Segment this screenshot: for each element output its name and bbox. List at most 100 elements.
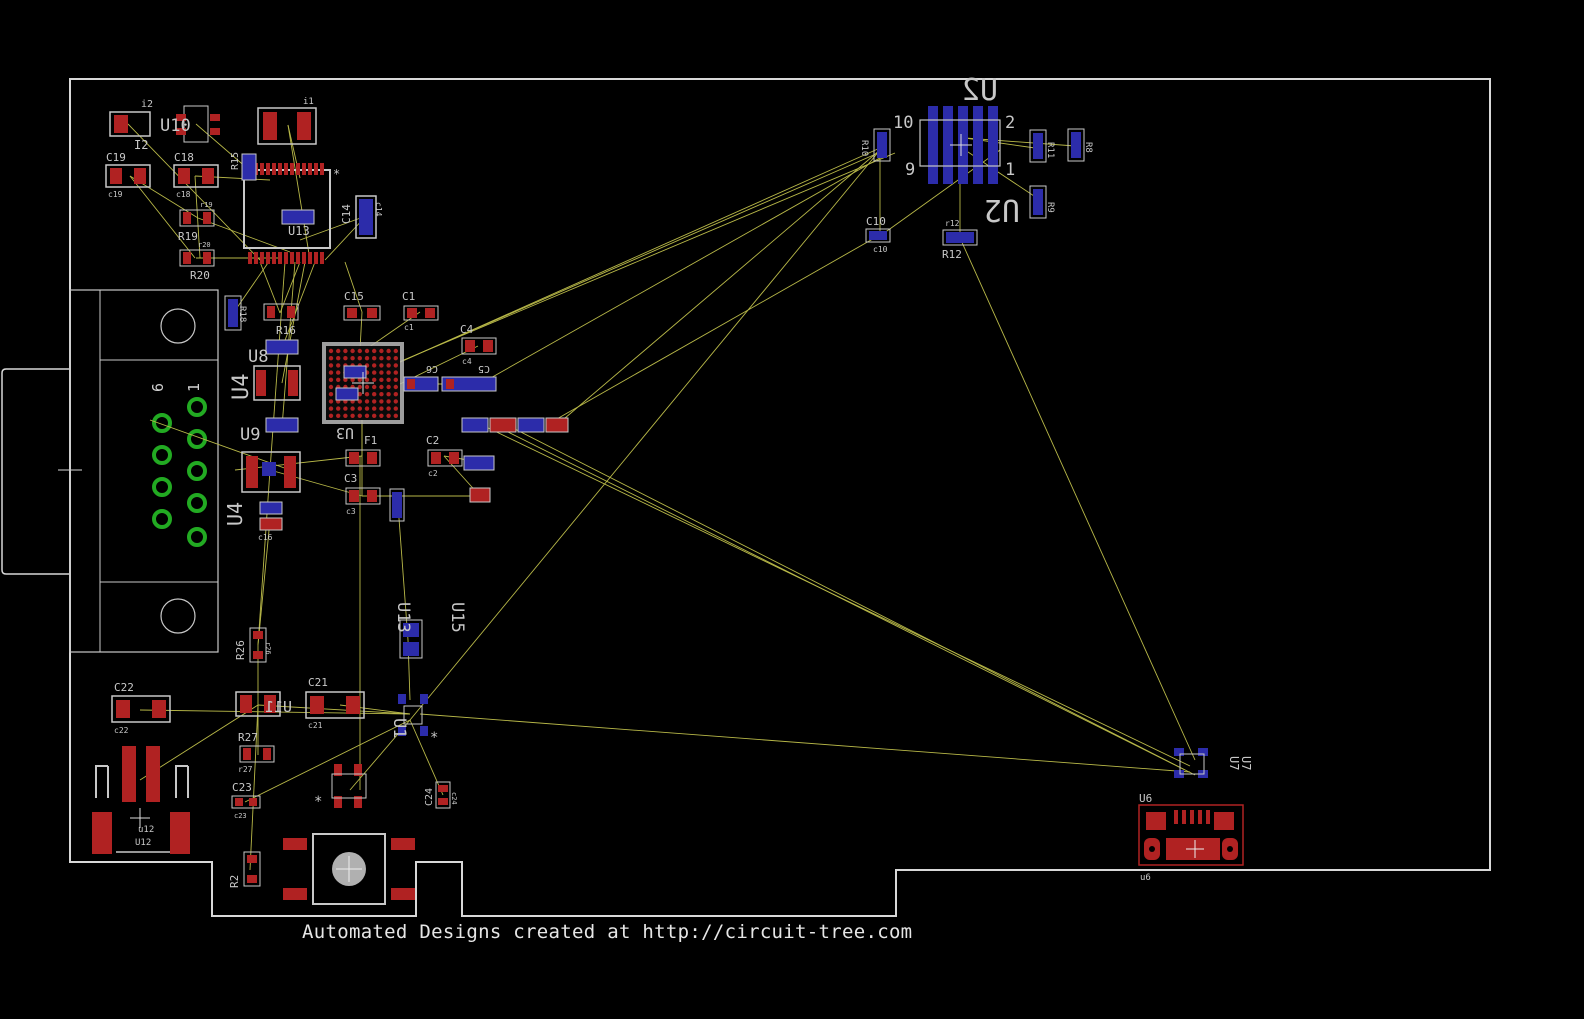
bga-pad: [357, 392, 362, 397]
c3-label: C3: [344, 472, 357, 485]
c19-label: C19: [106, 151, 126, 164]
c14-capacitor[interactable]: C14 c14: [340, 195, 383, 239]
c1-capacitor[interactable]: C1 c1: [402, 290, 439, 332]
bga-pad: [372, 406, 377, 411]
c24-capacitor[interactable]: C24 c24: [424, 781, 458, 809]
bga-pad: [357, 377, 362, 382]
bga-pad: [386, 356, 391, 361]
conn-pin6-label: 6: [149, 383, 167, 392]
c21-label: C21: [308, 676, 328, 689]
r2-label: R2: [228, 875, 241, 888]
u6-usb-connector[interactable]: U6 u6: [1138, 792, 1244, 883]
f1-fuse[interactable]: F1: [345, 434, 381, 467]
bga-pad: [328, 348, 334, 354]
c5-capacitor[interactable]: C5: [441, 363, 497, 392]
u4-b-component[interactable]: U4: [223, 451, 301, 526]
u13-b-label: U13: [393, 602, 413, 633]
r27-resistor[interactable]: R27 r27: [238, 731, 275, 774]
bga-pad: [343, 377, 348, 382]
db9-connector[interactable]: 6 1: [69, 289, 219, 653]
r15-resistor[interactable]: [241, 153, 257, 181]
bga-pad: [393, 348, 398, 354]
c19-capacitor[interactable]: C19 c19: [105, 151, 151, 199]
c21-capacitor[interactable]: C21 c21: [305, 676, 365, 730]
bga-pad: [372, 370, 377, 375]
c4-capacitor[interactable]: C4 c4: [460, 323, 497, 366]
bga-pad: [379, 406, 384, 411]
conn-pin1-label: 1: [185, 383, 203, 392]
c18-label: C18: [174, 151, 194, 164]
u9-component[interactable]: U9: [240, 417, 299, 445]
c23-capacitor[interactable]: C23 c23: [231, 781, 261, 820]
i1-label: i1: [303, 97, 314, 107]
u14-component[interactable]: *: [314, 764, 367, 810]
u15-component[interactable]: U15 U13: [393, 602, 467, 659]
u11-component[interactable]: U11: [235, 691, 292, 717]
r11-resistor[interactable]: R11: [1029, 129, 1055, 163]
r18-resistor[interactable]: R18: [224, 295, 247, 331]
u15-label: U15: [447, 602, 467, 633]
r9-resistor[interactable]: R9: [1029, 185, 1055, 219]
r16-label: R16: [276, 324, 296, 337]
bga-pad: [393, 392, 398, 397]
u2-module[interactable]: U2 U2 10 2 9 1: [893, 73, 1020, 227]
bga-pad: [379, 356, 384, 361]
c1-label: C1: [402, 290, 415, 303]
c19-small-label: c19: [108, 190, 123, 199]
bga-pad: [379, 370, 384, 375]
r16-resistor[interactable]: R16: [263, 303, 299, 337]
r20-resistor[interactable]: R20 r20: [179, 241, 215, 282]
u7-small-label: U7: [1239, 756, 1253, 770]
u4-component[interactable]: U4: [229, 365, 301, 401]
u11-label: U11: [265, 698, 292, 716]
small-parts-row[interactable]: [461, 417, 569, 433]
c10-capacitor[interactable]: C10 c10: [865, 215, 891, 254]
u5-component[interactable]: c16: [258, 501, 283, 542]
bga-pad: [379, 377, 384, 382]
c24-label: C24: [424, 788, 435, 806]
r8-label: R8: [1083, 142, 1093, 153]
board-outline: [69, 78, 1491, 917]
tactile-switch[interactable]: [283, 833, 415, 905]
svg-text:*: *: [430, 730, 438, 746]
c11-capacitor[interactable]: [281, 209, 315, 225]
c21-small-label: c21: [308, 721, 323, 730]
c22-capacitor[interactable]: C22 c22: [111, 681, 171, 735]
r-vertical-small[interactable]: [389, 488, 405, 522]
u7-component[interactable]: U7 U7: [1174, 748, 1253, 778]
r12-label: R12: [942, 248, 962, 261]
c2-capacitor[interactable]: C2 c2: [426, 434, 463, 478]
bga-pad: [328, 392, 334, 397]
r12-resistor[interactable]: R12 r12: [942, 219, 978, 261]
i2-small-label: i2: [141, 99, 153, 110]
u1-small[interactable]: [463, 455, 495, 503]
c5-label: C5: [478, 363, 490, 374]
bga-pad: [393, 413, 398, 418]
r19-resistor[interactable]: R19 r19: [178, 201, 215, 243]
c23-label: C23: [232, 781, 252, 794]
r20-label: R20: [190, 269, 210, 282]
bga-pad: [343, 413, 348, 418]
r10-resistor[interactable]: R10: [859, 128, 891, 162]
i2-component[interactable]: I2 i2: [109, 99, 153, 152]
r2-resistor[interactable]: R2: [228, 851, 261, 888]
c18-capacitor[interactable]: C18 c18: [173, 151, 219, 199]
r26-resistor[interactable]: R26 r26: [234, 627, 272, 663]
u10-label: U10: [160, 116, 191, 136]
r27-label: R27: [238, 731, 258, 744]
u8-component[interactable]: U8: [248, 339, 299, 367]
u3-bga[interactable]: U3: [322, 342, 404, 442]
c15-capacitor[interactable]: C15: [343, 290, 381, 321]
u12-regulator[interactable]: u12 U12: [92, 746, 190, 854]
c6-capacitor[interactable]: C6: [403, 363, 439, 392]
bga-pad: [393, 356, 398, 361]
u10-component[interactable]: U10: [160, 105, 220, 143]
c3-capacitor[interactable]: C3 c3: [344, 472, 381, 516]
u1-component[interactable]: U1 *: [389, 694, 438, 746]
bga-pad: [372, 348, 377, 354]
r8-resistor[interactable]: R8: [1067, 128, 1093, 162]
u12-small-label: u12: [138, 825, 154, 835]
bga-pad: [379, 348, 384, 354]
i1-component[interactable]: i1: [257, 97, 317, 145]
